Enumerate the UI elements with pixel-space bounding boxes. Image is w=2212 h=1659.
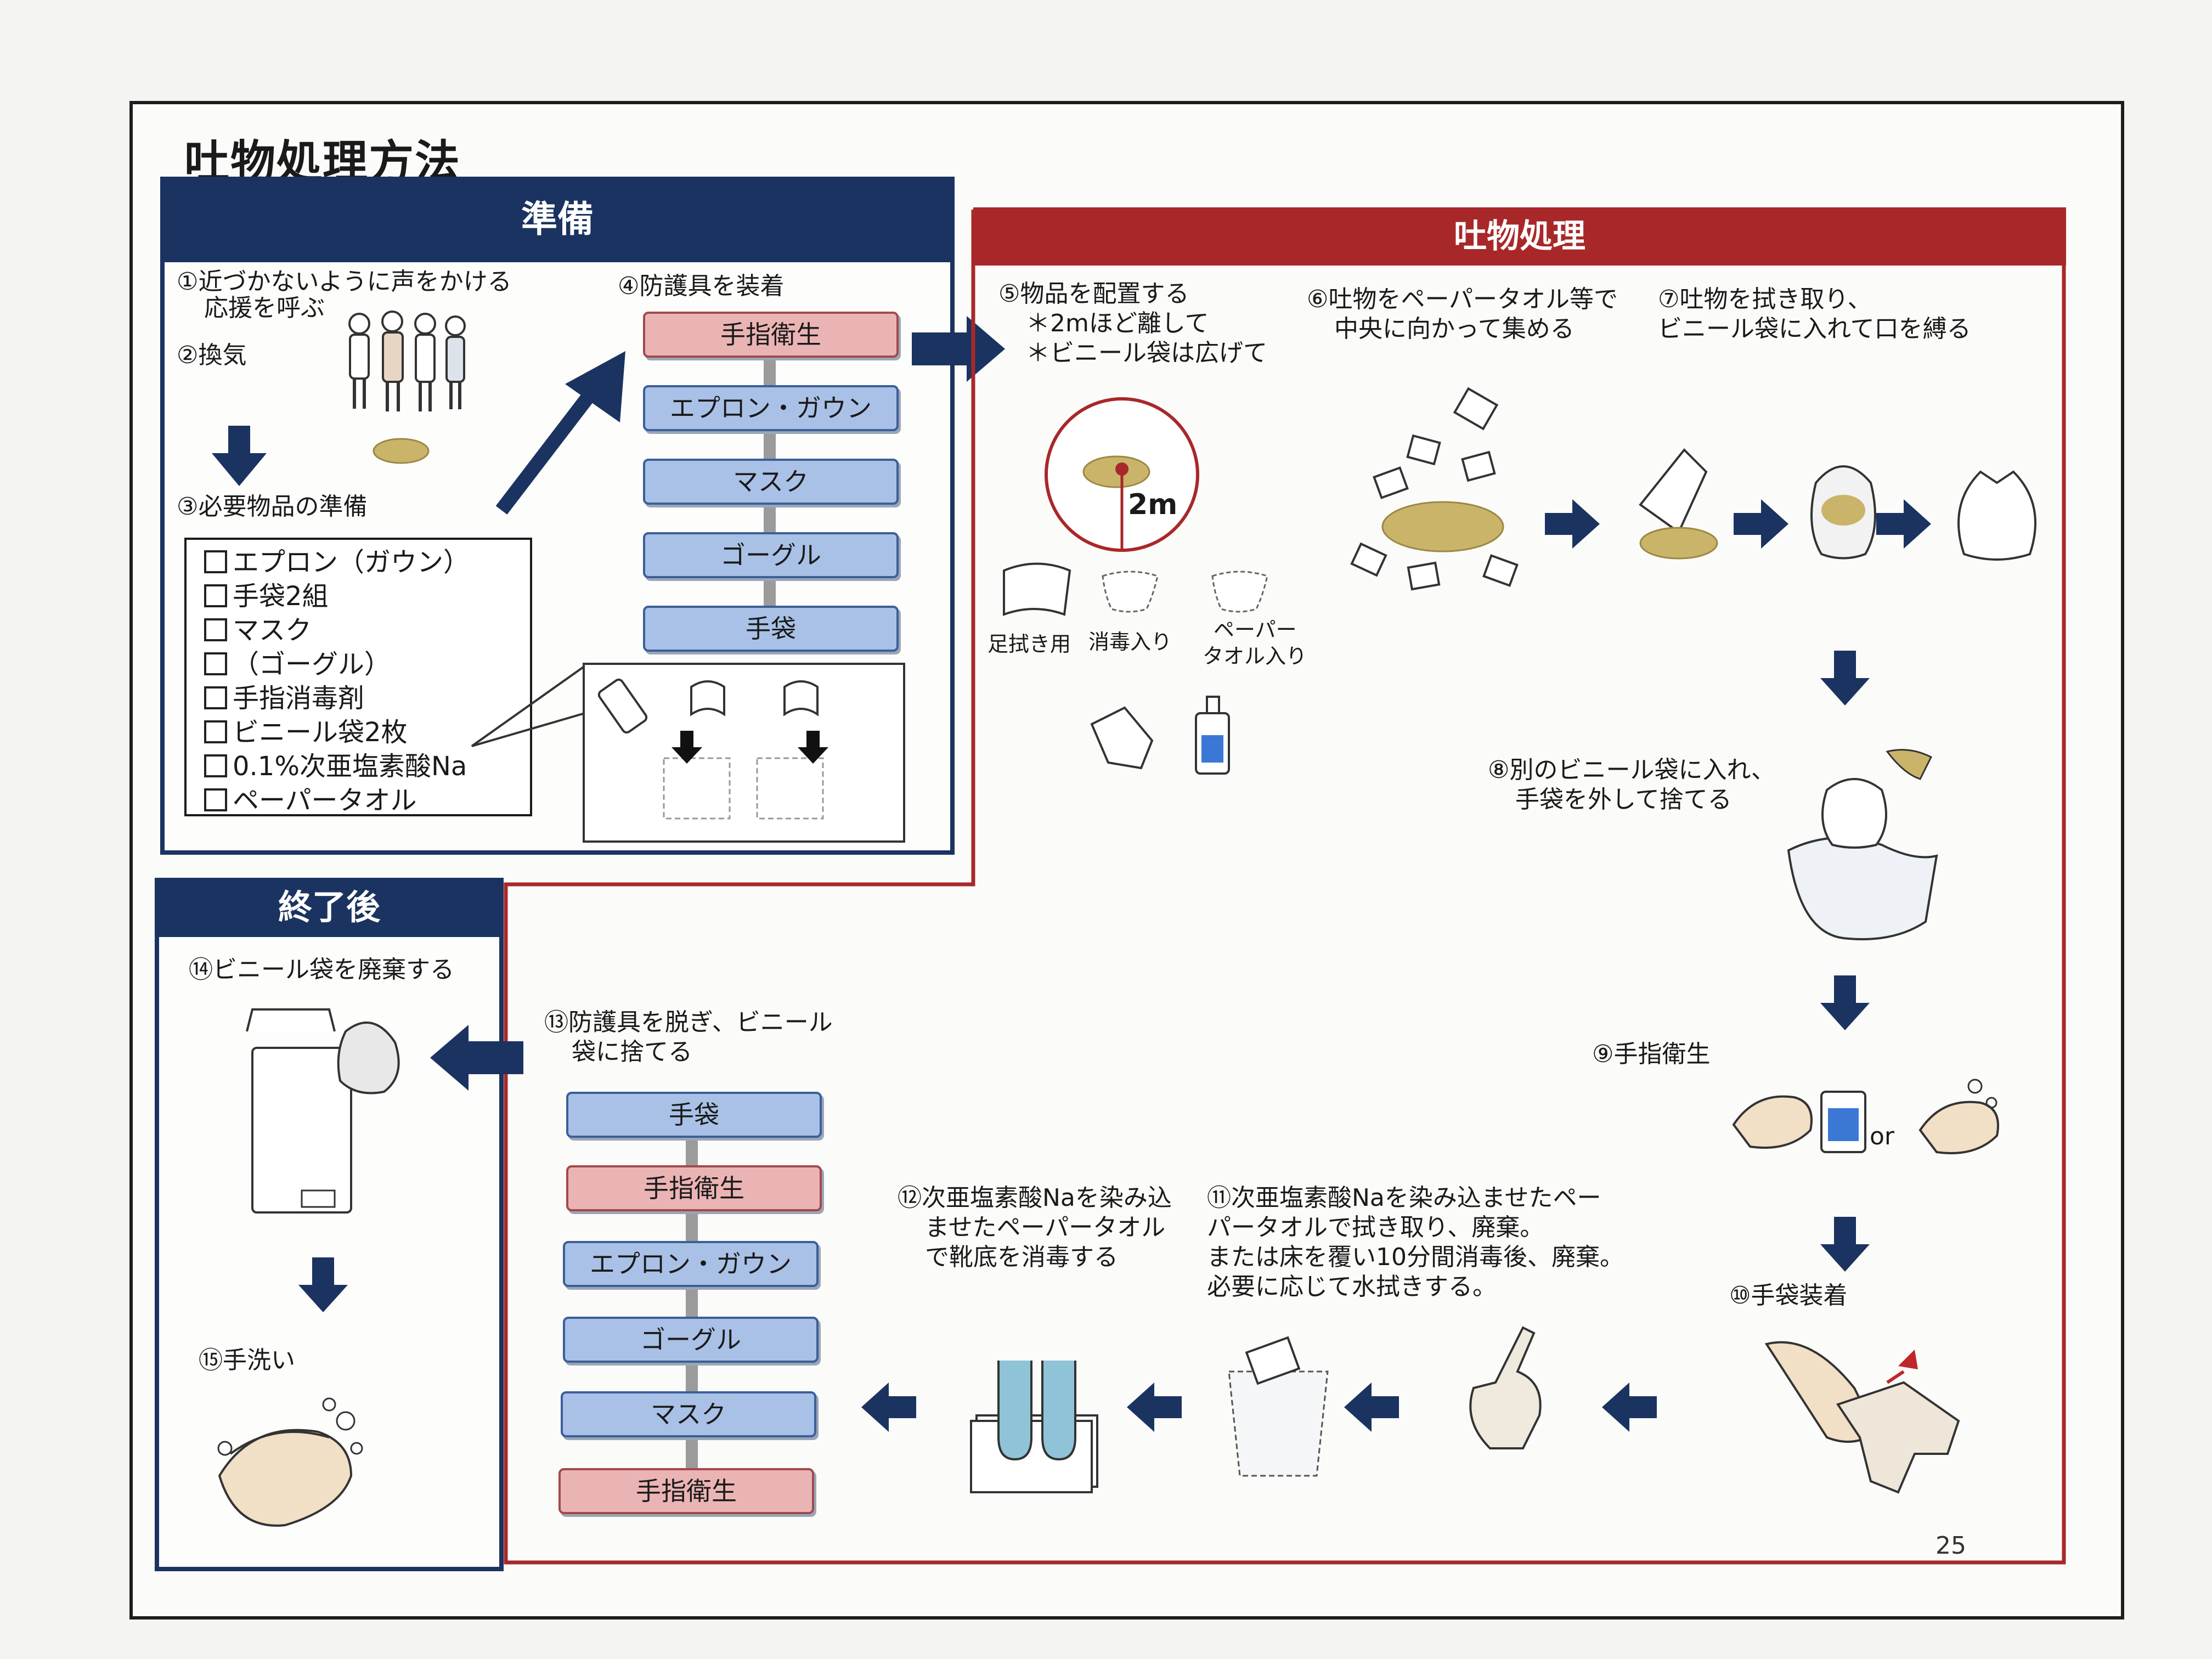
step12-line1: ⑫次亜塩素酸Naを染み込 (898, 1184, 1172, 1212)
step11-line2: パータオルで拭き取り、廃棄。 (1207, 1214, 1544, 1242)
step13-line1: ⑬防護具を脱ぎ、ビニール (544, 1008, 833, 1036)
disinfect-bags-illustration (597, 678, 828, 820)
glove-on-illustration (1764, 1341, 1960, 1494)
bag-label-disinfect: 消毒入り (1088, 630, 1172, 654)
vomit-puddle-icon (373, 438, 430, 464)
ppe-on-step: 手指衛生 (643, 312, 899, 358)
step8-line2: 手袋を外して捨てる (1515, 786, 1732, 814)
arrow-left-icon (1127, 1383, 1182, 1432)
step6-line2: 中央に向かって集める (1334, 315, 1575, 343)
arrow-down-icon (298, 1257, 348, 1312)
step10: ⑩手袋装着 (1729, 1282, 1848, 1310)
checklist-item: 手袋2組 (204, 579, 470, 613)
tied-bag-icon (1957, 470, 2036, 561)
distance-label: 2m (1128, 488, 1178, 521)
trash-bag-illustration (1228, 1336, 1329, 1477)
distance-circle-diagram (1045, 397, 1199, 552)
ppe-off-step: 手袋 (566, 1092, 822, 1138)
arrow-right-icon (1734, 499, 1788, 549)
process-header: 吐物処理 (973, 207, 2066, 266)
step11-line4: 必要に応じて水拭きする。 (1207, 1273, 1497, 1301)
gloved-hand-icon (1469, 1326, 1542, 1449)
ppe-off-step: 手指衛生 (566, 1165, 822, 1211)
step5-line1: ⑤物品を配置する (998, 280, 1189, 308)
after-step14: ⑭ビニール袋を廃棄する (189, 956, 454, 984)
checklist-item: （ゴーグル） (204, 647, 470, 681)
step12-line3: で靴底を消毒する (925, 1243, 1118, 1271)
shoe-disinfect-illustration (970, 1361, 1098, 1493)
arrow-right-icon (1545, 499, 1600, 549)
arrow-down-icon (1820, 975, 1870, 1030)
step12-line2: ませたペーパータオル (925, 1214, 1166, 1242)
arrow-down-icon (1820, 651, 1870, 706)
ppe-off-step: マスク (561, 1391, 816, 1437)
or-label: or (1870, 1122, 1895, 1150)
arrow-diagonal-icon (495, 351, 625, 515)
arrow-left-icon (1344, 1383, 1399, 1432)
trash-bin-illustration (246, 1008, 400, 1214)
step7-line2: ビニール袋に入れて口を縛る (1658, 315, 1971, 343)
people-illustration (348, 311, 466, 411)
callout-pointer (471, 665, 586, 747)
handwash-illustration (217, 1397, 363, 1527)
after-step15: ⑮手洗い (199, 1346, 295, 1374)
hand-hygiene-illustration (1732, 1079, 1999, 1154)
prep-header: 準備 (160, 177, 955, 262)
checklist-item: 0.1%次亜塩素酸Na (204, 749, 470, 783)
gloves-sanitizer-illustration (1090, 696, 1230, 775)
bags-illustration (1003, 562, 1268, 616)
after-header: 終了後 (155, 878, 504, 937)
checklist-item: マスク (204, 613, 470, 647)
checklist-item: エプロン（ガウン） (204, 545, 470, 579)
prep-step3: ③必要物品の準備 (177, 493, 368, 521)
step7-line1: ⑦吐物を拭き取り、 (1658, 285, 1872, 313)
arrow-right-icon (912, 316, 1005, 382)
step9: ⑨手指衛生 (1592, 1040, 1711, 1068)
step5-line2: ＊2mほど離して (1026, 309, 1209, 337)
step13-line2: 袋に捨てる (572, 1038, 692, 1066)
arrow-down-icon (212, 426, 267, 486)
arrow-left-icon (430, 1025, 523, 1091)
prep-step1-line1: ①近づかないように声をかける (177, 268, 512, 296)
ppe-on-step: 手袋 (643, 606, 899, 652)
step6-line1: ⑥吐物をペーパータオル等で (1307, 285, 1618, 313)
callout-box (583, 663, 905, 843)
arrow-left-icon (1602, 1383, 1657, 1432)
ppe-on-step: ゴーグル (643, 532, 899, 578)
checklist-item: ビニール袋2枚 (204, 715, 470, 749)
bag-label-paper: ペーパー (1214, 618, 1297, 642)
checklist-item: ペーパータオル (204, 783, 470, 817)
step11-line1: ⑪次亜塩素酸Naを染み込ませたペー (1207, 1184, 1601, 1212)
prep-checklist-items: エプロン（ガウン） 手袋2組 マスク （ゴーグル） 手指消毒剤 ビニール袋2枚 … (204, 545, 470, 817)
arrow-down-icon (1820, 1217, 1870, 1272)
double-bag-illustration (1787, 749, 1938, 940)
bag-label-towel: タオル入り (1203, 644, 1307, 668)
ppe-on-step: エプロン・ガウン (643, 385, 899, 431)
prep-step4: ④防護具を装着 (618, 272, 785, 300)
wipe-vomit-illustration (1639, 448, 1718, 560)
ppe-on-step: マスク (643, 459, 899, 505)
ppe-off-step: ゴーグル (563, 1317, 819, 1363)
checklist-item: 手指消毒剤 (204, 681, 470, 715)
arrow-right-icon (1876, 499, 1931, 549)
page-number: 25 (1936, 1532, 1966, 1560)
ppe-off-step: 手指衛生 (558, 1468, 814, 1514)
tie-bag-illustration (1810, 465, 1876, 560)
collect-vomit-illustration (1350, 387, 1519, 591)
bag-label-foot: 足拭き用 (988, 632, 1071, 656)
step8-line1: ⑧別のビニール袋に入れ、 (1488, 756, 1775, 784)
arrow-left-icon (861, 1383, 916, 1432)
step11-line3: または床を覆い10分間消毒後、廃棄。 (1207, 1243, 1624, 1271)
step5-line3: ＊ビニール袋は広げて (1026, 339, 1267, 367)
ppe-off-step: エプロン・ガウン (563, 1241, 819, 1287)
prep-step2: ②換気 (177, 341, 247, 369)
prep-step1-line2: 応援を呼ぶ (204, 294, 325, 322)
